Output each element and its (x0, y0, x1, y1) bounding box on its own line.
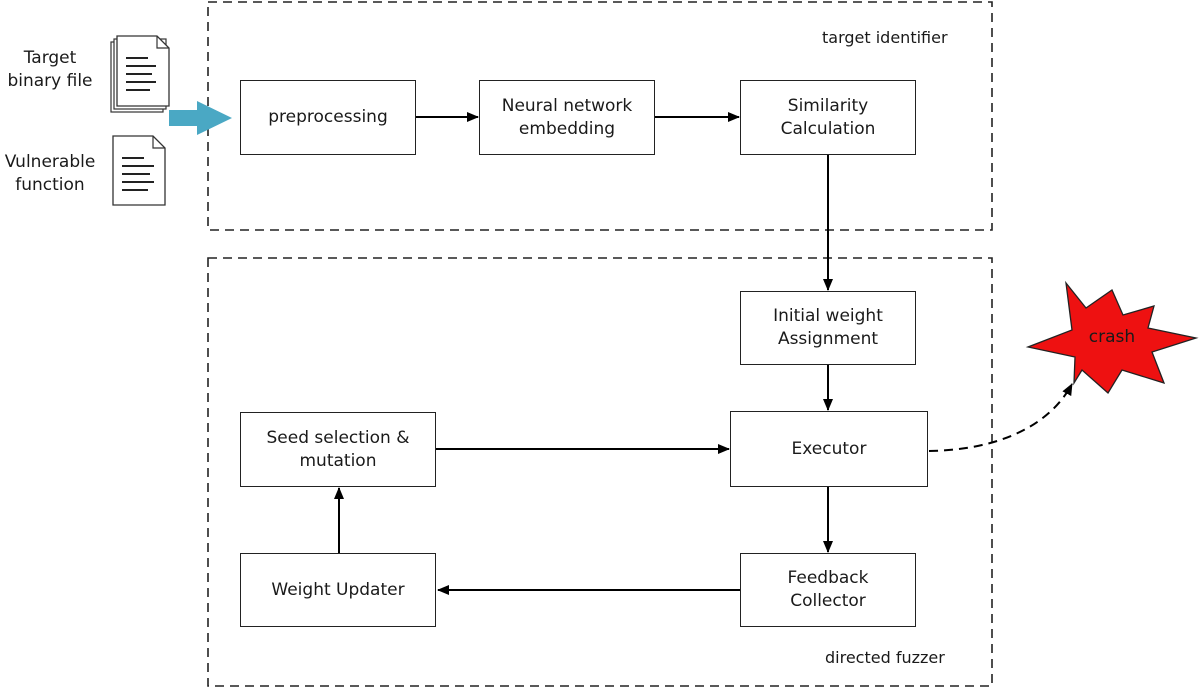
vulnerable-function-label: Vulnerable function (4, 152, 96, 195)
crash-label: crash (1088, 327, 1136, 347)
target-identifier-label: target identifier (822, 28, 948, 47)
input-arrow (169, 101, 232, 135)
embedding-label: Neural network embedding (501, 95, 633, 139)
directed-fuzzer-label: directed fuzzer (825, 648, 945, 667)
executor-label: Executor (791, 438, 867, 459)
seed-selection-box: Seed selection & mutation (240, 412, 436, 487)
executor-box: Executor (730, 411, 928, 487)
preprocessing-box: preprocessing (240, 80, 416, 155)
directed-fuzzer-group (207, 257, 993, 687)
preprocessing-label: preprocessing (268, 107, 388, 127)
feedback-collector-label: Feedback Collector (787, 568, 869, 611)
weight-updater-label: Weight Updater (271, 579, 405, 600)
document-stack-icon (110, 35, 170, 113)
weight-updater-box: Weight Updater (240, 553, 436, 627)
crash-starburst-icon (1025, 280, 1199, 395)
feedback-collector-box: Feedback Collector (740, 553, 916, 627)
target-binary-label: Target binary file (7, 48, 93, 91)
initial-weight-box: Initial weight Assignment (740, 291, 916, 365)
seed-selection-label: Seed selection & mutation (266, 427, 410, 471)
initial-weight-label: Initial weight Assignment (773, 306, 883, 349)
embedding-box: Neural network embedding (479, 80, 655, 155)
edge-executor-crash (928, 383, 1073, 452)
document-icon (112, 135, 166, 206)
similarity-label: Similarity Calculation (780, 95, 876, 139)
similarity-box: Similarity Calculation (740, 80, 916, 155)
